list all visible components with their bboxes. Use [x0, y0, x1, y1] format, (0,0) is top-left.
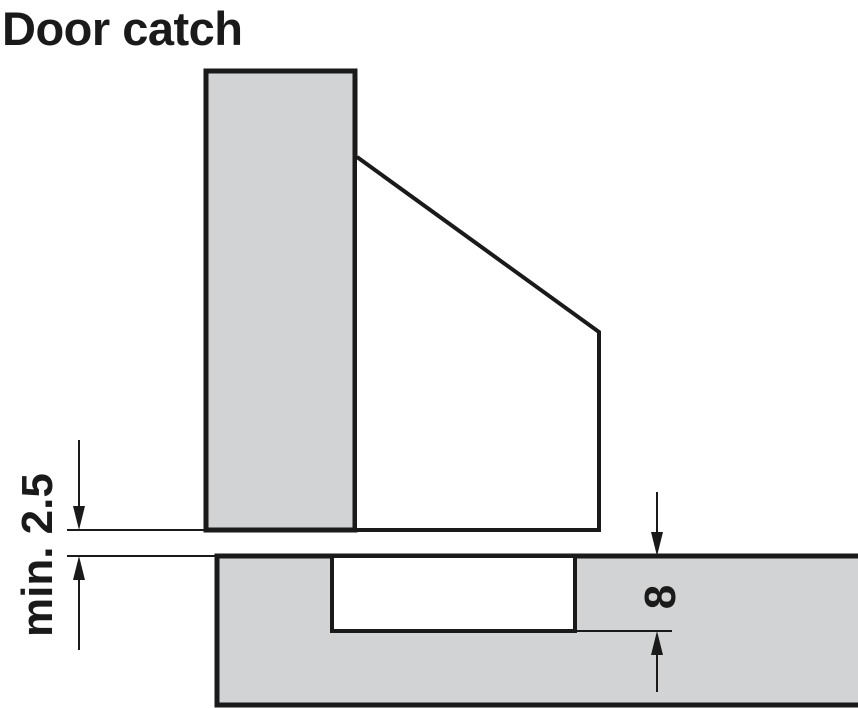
depth-arrow-bottom [651, 631, 663, 692]
gap-dimension-label: min. 2.5 [13, 473, 62, 637]
gap-arrow-top [73, 440, 85, 530]
recess-pocket [330, 554, 577, 633]
catch-body [355, 155, 601, 532]
door-panel [203, 68, 358, 533]
depth-arrow-top [651, 492, 663, 556]
gap-arrow-bottom [73, 556, 85, 650]
diagram-title: Door catch [2, 2, 243, 55]
depth-dimension-label: 8 [636, 585, 685, 609]
